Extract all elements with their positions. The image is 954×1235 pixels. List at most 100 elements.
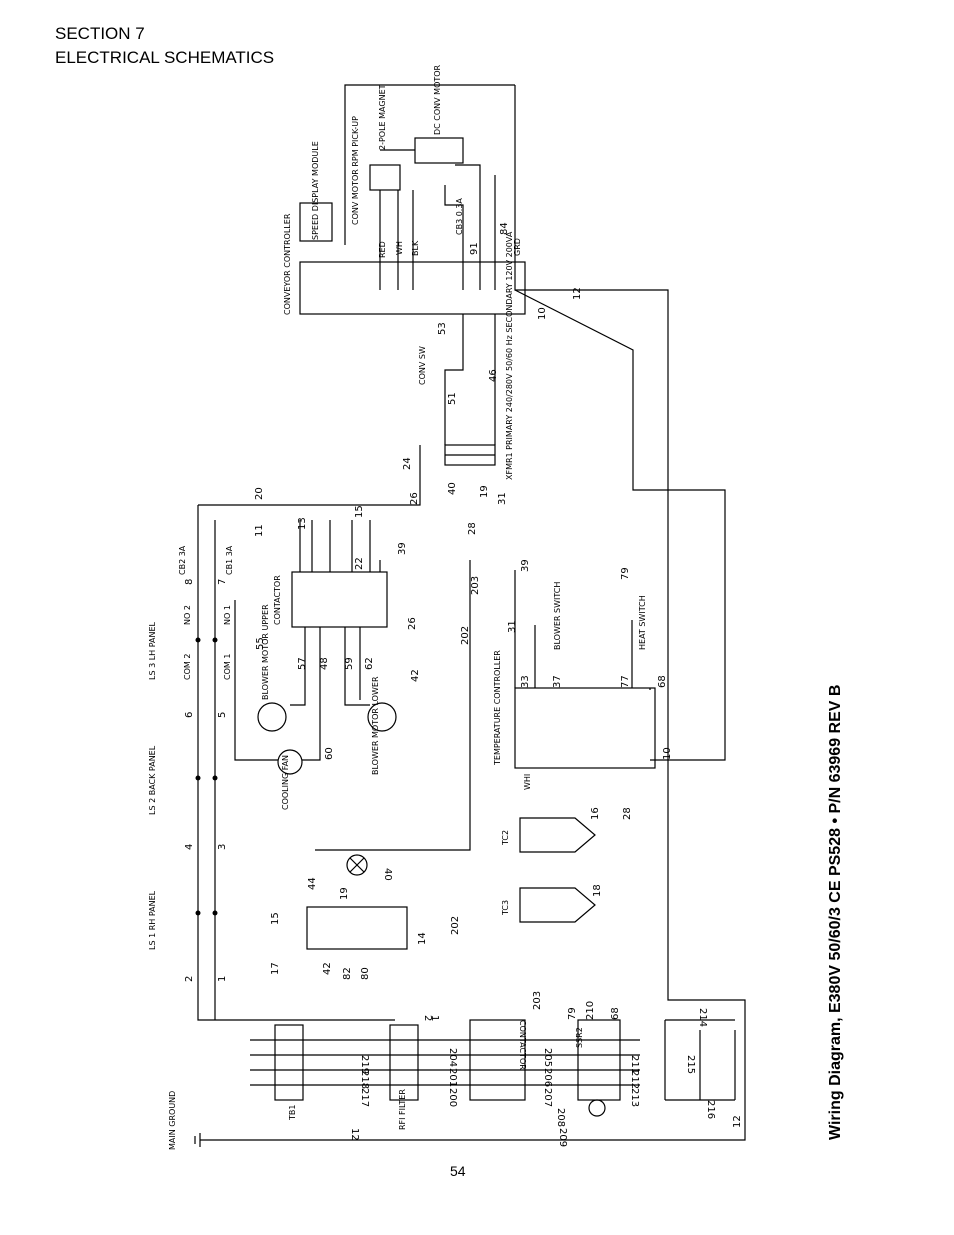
- blower-switch-label: BLOWER SWITCH: [553, 582, 562, 650]
- wire-91: 91: [469, 242, 480, 255]
- page-header: SECTION 7 ELECTRICAL SCHEMATICS: [55, 22, 274, 70]
- wire-48: 48: [319, 657, 330, 670]
- contactor-bottom-label: CONTACTOR: [518, 1020, 527, 1070]
- ls3-com1: COM 1: [223, 654, 232, 680]
- wire-44: 44: [307, 877, 318, 890]
- wire-214: 214: [697, 1008, 708, 1027]
- contactor-bottom-box: [469, 1019, 526, 1101]
- wire-80: 80: [360, 967, 371, 980]
- wire-24: 24: [402, 457, 413, 470]
- wire-207: 207: [542, 1088, 553, 1107]
- rfi-filter-block: [389, 1024, 419, 1101]
- wire-6: 6: [184, 712, 195, 718]
- term-whi: WHI: [523, 774, 532, 790]
- wire-59: 59: [344, 657, 355, 670]
- wire-202: 202: [460, 626, 471, 645]
- wire-11: 11: [254, 524, 265, 537]
- wire-31b: 31: [507, 620, 518, 633]
- wire-10-loop: [514, 289, 726, 761]
- wire-205: 205: [542, 1048, 553, 1067]
- temperature-controller-box: [514, 687, 656, 769]
- term-wh: WH: [395, 241, 404, 255]
- tb1-label: TB1: [288, 1105, 297, 1121]
- wire-12c: 12: [732, 1115, 743, 1128]
- wire-31: 31: [497, 492, 508, 505]
- wire-4: 4: [184, 844, 195, 850]
- wire-55: 55: [255, 637, 266, 650]
- ls3-no2: NO 2: [183, 605, 192, 625]
- wire-39: 39: [397, 542, 408, 555]
- speed-display-box: [299, 202, 333, 242]
- wire-5: 5: [217, 712, 228, 718]
- cb2-label: CB2 3A: [178, 545, 187, 575]
- cooling-fan: [277, 749, 303, 775]
- wire-15b: 15: [270, 912, 281, 925]
- transformer-label: XFMR1 PRIMARY 240/280V 50/60 Hz SECONDAR…: [505, 231, 514, 480]
- wire-202b: 202: [450, 916, 461, 935]
- wire-208: 208: [555, 1108, 566, 1127]
- page-number: 54: [450, 1163, 466, 1179]
- wire-79b: 79: [567, 1007, 578, 1020]
- wire-219: 219: [359, 1055, 370, 1074]
- cb1-label: CB1 3A: [225, 545, 234, 575]
- cooling-fan-label: COOLING FAN: [281, 755, 290, 810]
- wire-201: 201: [447, 1068, 458, 1087]
- wire-12-loop: [344, 84, 515, 245]
- section-label: SECTION 7: [55, 24, 145, 43]
- rpm-pickup-label: CONV MOTOR RPM PICK-UP: [351, 116, 360, 225]
- wire-10b: 10: [662, 747, 673, 760]
- wire-210: 210: [585, 1001, 596, 1020]
- wire-37: 37: [552, 675, 563, 688]
- wire-16: 16: [590, 807, 601, 820]
- contactor-top-box: [291, 571, 388, 628]
- wire-40: 40: [447, 482, 458, 495]
- wire-39b: 39: [520, 559, 531, 572]
- rpm-pickup-box: [369, 164, 401, 191]
- rfi-label: RFI FILTER: [398, 1089, 407, 1130]
- wire-3: 3: [217, 844, 228, 850]
- wire-26b: 26: [407, 617, 418, 630]
- wire-212: 212: [629, 1070, 640, 1089]
- wire-209: 209: [557, 1128, 568, 1147]
- blower-upper-motor: [257, 702, 287, 732]
- wire-2: 2: [184, 976, 195, 982]
- tb1-block: [274, 1024, 304, 1101]
- wire-216: 216: [705, 1100, 716, 1119]
- hi-limit-box: [306, 906, 408, 950]
- wire-217: 217: [359, 1088, 370, 1107]
- wire-213: 213: [629, 1088, 640, 1107]
- wire-8: 8: [184, 579, 195, 585]
- wire-57: 57: [297, 657, 308, 670]
- indicator-lamp: [346, 854, 368, 876]
- ls3-com2: COM 2: [183, 654, 192, 680]
- wire-204: 204: [447, 1048, 458, 1067]
- ssr-lamp: [588, 1099, 606, 1117]
- wire-12b: 12: [349, 1128, 360, 1141]
- wire-82: 82: [342, 967, 353, 980]
- wire-10: 10: [537, 307, 548, 320]
- wire-1: 1: [217, 976, 228, 982]
- wire-22: 22: [354, 557, 365, 570]
- wire-60: 60: [324, 747, 335, 760]
- wire-203b: 203: [532, 991, 543, 1010]
- ls3-no1: NO 1: [223, 605, 232, 625]
- wire-26: 26: [409, 492, 420, 505]
- term-blk: BLK: [411, 240, 420, 256]
- tc2-label: TC2: [501, 830, 510, 846]
- temp-controller-label: TEMPERATURE CONTROLLER: [493, 650, 502, 766]
- blower-upper-label: BLOWER MOTOR UPPER: [261, 604, 270, 700]
- wire-62: 62: [364, 657, 375, 670]
- term-red: RED: [378, 241, 387, 258]
- tc3-label: TC3: [501, 900, 510, 916]
- section-title: ELECTRICAL SCHEMATICS: [55, 48, 275, 67]
- wire-40b: 40: [382, 868, 393, 881]
- ls1-label: LS 1 RH PANEL: [148, 890, 157, 950]
- wire-14: 14: [417, 932, 428, 945]
- wire-51: 51: [447, 392, 458, 405]
- magnet-label: 2-POLE MAGNET: [378, 84, 387, 150]
- diagram-title: Wiring Diagram, E380V 50/60/3 CE PS528 •…: [827, 685, 844, 1140]
- wire-28b: 28: [622, 807, 633, 820]
- wire-68: 68: [657, 675, 668, 688]
- wire-203: 203: [470, 576, 481, 595]
- wire-200: 200: [447, 1088, 458, 1107]
